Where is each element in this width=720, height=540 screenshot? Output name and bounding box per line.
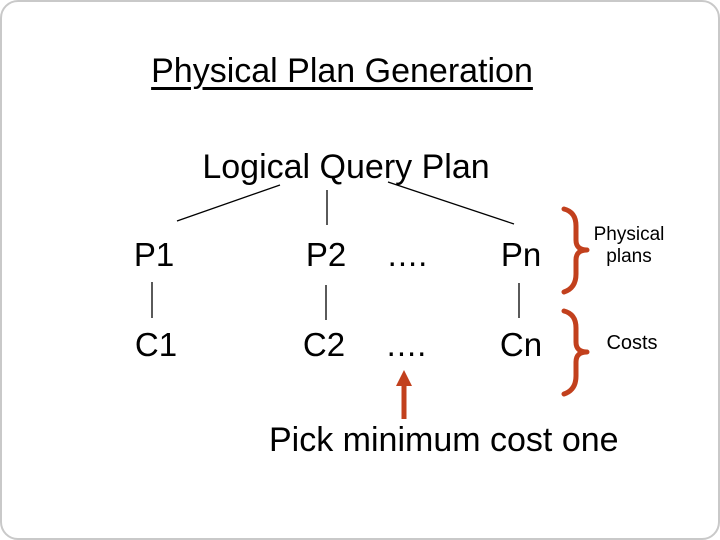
cost-row-ellipsis: .... <box>386 326 428 363</box>
costs-brace-icon <box>561 308 590 397</box>
physical-plans-label-line1: Physical <box>593 224 665 245</box>
physical-plans-label-line2: plans <box>606 246 652 267</box>
physical-plans-label: Physical plans <box>594 224 665 268</box>
plan-node-pn: Pn <box>500 236 542 273</box>
cost-node-cn: Cn <box>499 326 543 363</box>
edge-root-p1 <box>176 184 281 222</box>
plan-row-ellipsis: .... <box>387 236 429 273</box>
costs-label: Costs <box>606 332 658 354</box>
plan-node-p2: P2 <box>305 236 347 273</box>
cost-node-c2: C2 <box>302 326 346 363</box>
caption: Pick minimum cost one <box>269 421 619 459</box>
root-label: Logical Query Plan <box>202 148 490 186</box>
plan-node-p1: P1 <box>133 236 175 273</box>
slide-title: Physical Plan Generation <box>151 52 533 90</box>
edge-root-pn <box>387 181 515 225</box>
up-arrow-icon <box>396 370 412 419</box>
cost-node-c1: C1 <box>134 326 178 363</box>
physical-plans-brace-icon <box>561 206 590 295</box>
